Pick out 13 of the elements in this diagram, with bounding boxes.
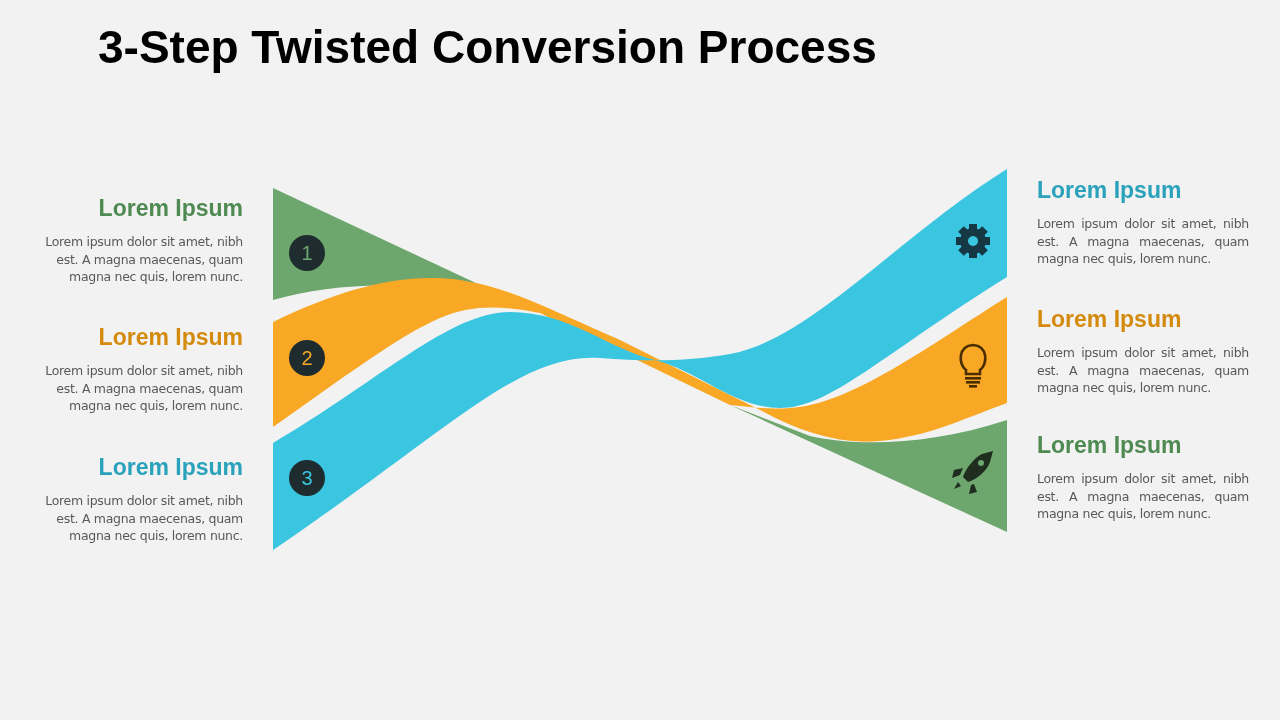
heading: Lorem Ipsum: [1037, 306, 1182, 333]
description: Lorem ipsum dolor sit amet, nibh est. A magna maecenas, quam magna nec quis, lorem nunc.: [1037, 215, 1249, 268]
heading: Lorem Ipsum: [98, 454, 243, 481]
heading: Lorem Ipsum: [1037, 432, 1182, 459]
heading: Lorem Ipsum: [98, 195, 243, 222]
description: Lorem ipsum dolor sit amet, nibh est. A magna maecenas, quam magna nec quis, lorem nunc.: [44, 492, 243, 545]
description: Lorem ipsum dolor sit amet, nibh est. A magna maecenas, quam magna nec quis, lorem nunc.: [44, 362, 243, 415]
description: Lorem ipsum dolor sit amet, nibh est. A magna maecenas, quam magna nec quis, lorem nunc.: [1037, 470, 1249, 523]
description: Lorem ipsum dolor sit amet, nibh est. A magna maecenas, quam magna nec quis, lorem nunc.: [44, 233, 243, 286]
heading: Lorem Ipsum: [98, 324, 243, 351]
heading: Lorem Ipsum: [1037, 177, 1182, 204]
title: 3-Step Twisted Conversion Process: [98, 20, 877, 74]
description: Lorem ipsum dolor sit amet, nibh est. A magna maecenas, quam magna nec quis, lorem nunc.: [1037, 344, 1249, 397]
